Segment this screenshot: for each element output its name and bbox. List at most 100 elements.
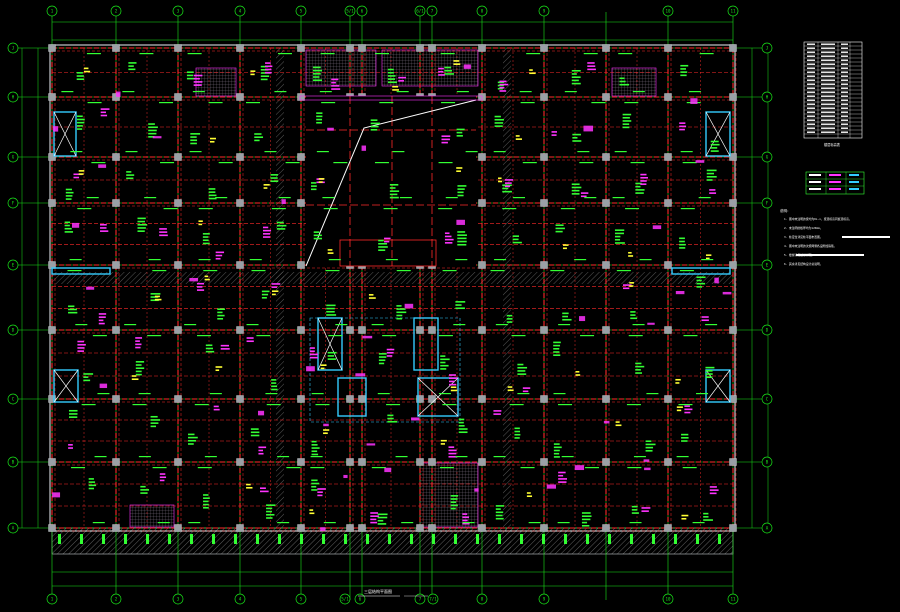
axis-bubble-bottom: 11 <box>730 597 736 602</box>
label-block <box>378 239 384 242</box>
column <box>428 395 436 403</box>
label-block <box>246 337 254 339</box>
label-block <box>140 492 148 494</box>
label-block <box>629 282 634 284</box>
beam-tag <box>144 197 157 199</box>
column <box>236 199 244 207</box>
beam-tag <box>699 53 714 55</box>
label-block <box>622 126 630 129</box>
beam-tag <box>209 393 222 395</box>
label-block <box>246 483 251 486</box>
column <box>358 524 366 532</box>
axis-bubble-bottom-circle <box>354 593 366 605</box>
axis-bubble-top-circle <box>662 5 674 17</box>
band-label <box>564 534 567 544</box>
void-edge-magenta <box>299 95 483 101</box>
beam-tag <box>160 162 175 164</box>
table-cell-text <box>807 59 815 61</box>
label-block <box>571 189 580 192</box>
beam-tag <box>316 151 329 153</box>
label-block <box>635 365 645 368</box>
label-block <box>392 85 399 88</box>
label-block <box>198 220 203 223</box>
label-block <box>65 191 74 194</box>
beam-tag <box>557 522 570 524</box>
label-block <box>676 409 682 412</box>
label-block <box>572 136 578 139</box>
column <box>297 326 305 334</box>
beam-tag <box>455 456 468 458</box>
column <box>48 199 56 207</box>
label-block <box>83 67 89 70</box>
label-block <box>77 340 84 343</box>
beam-tag <box>204 456 217 458</box>
label-block <box>131 375 137 377</box>
column <box>478 458 486 466</box>
table-cell-text <box>821 127 835 129</box>
label-block <box>88 484 97 487</box>
table-cell-text <box>841 119 848 121</box>
label-block <box>265 68 272 71</box>
axis-bubble-bottom: 7 <box>419 597 422 602</box>
bottom-hatch-band <box>51 527 734 555</box>
rebar-mark <box>411 417 420 421</box>
label-block <box>83 379 91 382</box>
table-cell-text <box>807 123 815 125</box>
axis-bubble-right-circle <box>761 259 773 271</box>
column <box>236 153 244 161</box>
beam-tag <box>323 208 338 210</box>
label-block <box>444 66 452 69</box>
label-block <box>680 74 687 77</box>
column <box>297 153 305 161</box>
label-block <box>154 298 162 301</box>
table-cell-text <box>841 43 848 45</box>
axis-bubble-right: J <box>766 46 769 51</box>
axis-bubble-top-circle <box>344 5 356 17</box>
label-block <box>317 491 323 493</box>
label-block <box>309 347 315 349</box>
table-cell-text <box>821 71 835 73</box>
beam-tag <box>286 467 301 469</box>
label-block <box>378 249 386 251</box>
axis-bubble-left: D <box>12 328 15 333</box>
beam-tag <box>124 324 137 326</box>
label-block <box>262 233 271 235</box>
label-block <box>514 437 520 439</box>
label-block <box>450 504 458 507</box>
column <box>416 458 424 466</box>
label-block <box>193 84 202 86</box>
axis-bubble-top-circle <box>295 5 307 17</box>
label-block <box>709 192 717 194</box>
table-cell-text <box>807 91 815 93</box>
label-block <box>571 193 580 195</box>
label-block <box>327 351 337 354</box>
label-block <box>250 73 255 76</box>
beam-tag <box>577 151 590 153</box>
rebar-mark <box>384 467 392 473</box>
axis-bubble-left: A <box>12 526 15 531</box>
beam-tag <box>87 102 102 104</box>
beam-tag <box>612 197 625 199</box>
mesh-panel <box>381 49 479 87</box>
label-block <box>458 425 465 427</box>
label-block <box>444 73 454 75</box>
axis-bubble-right-circle <box>761 42 773 54</box>
label-block <box>186 77 196 80</box>
column <box>729 524 737 532</box>
label-block <box>681 433 689 436</box>
label-block <box>266 510 272 513</box>
axis-bubble-right: B <box>766 460 769 465</box>
table-cell-text <box>807 55 815 57</box>
label-block <box>444 235 452 238</box>
beam-tag <box>630 162 645 164</box>
label-block <box>188 433 195 436</box>
table-cell-text <box>821 95 835 97</box>
label-block <box>250 428 259 430</box>
column <box>236 261 244 269</box>
beam-tag <box>203 270 218 272</box>
label-block <box>386 355 393 357</box>
label-block <box>705 254 712 256</box>
label-block <box>137 230 145 232</box>
label-block <box>265 62 271 64</box>
